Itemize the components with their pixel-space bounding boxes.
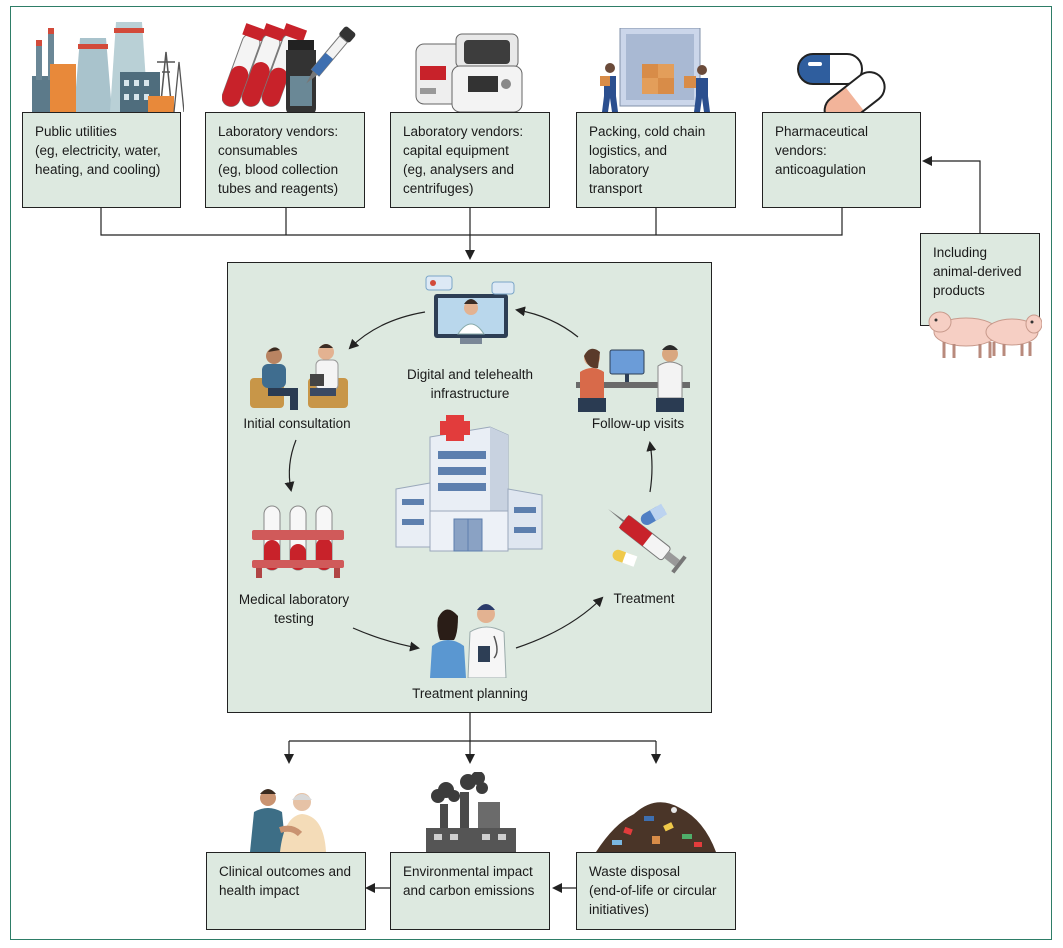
supplier-text-line: (eg, electricity, water, (35, 143, 161, 158)
supplier-text-line: transport (589, 181, 643, 196)
label-digital-telehealth: Digital and telehealth infrastructure (393, 365, 547, 403)
delivery-truck-icon (600, 28, 710, 112)
label-line: Treatment planning (412, 686, 528, 701)
supplier-text-line: centrifuges) (403, 181, 474, 196)
factory-icon (32, 22, 184, 112)
label-line: testing (274, 611, 314, 626)
arrow-treatment-to-followup (646, 441, 657, 493)
outcome-text-line: initiatives) (589, 902, 650, 917)
supplier-text-line: logistics, and laboratory (589, 143, 668, 177)
supplier-text-line: Laboratory vendors: (403, 124, 524, 139)
label-treatment: Treatment (600, 589, 688, 608)
nurse-patient-icon (250, 789, 326, 852)
supplier-box-consumables: Laboratory vendors: consumables (eg, blo… (205, 112, 365, 208)
figure-frame (10, 6, 1052, 940)
waste-pile-icon (596, 802, 716, 852)
supplier-text-line: vendors: (775, 143, 827, 158)
outcome-text-line: Waste disposal (589, 864, 681, 879)
pigs-icon (928, 311, 1042, 358)
supplier-text-line: Packing, cold chain (589, 124, 706, 139)
animal-text-line: animal-derived (933, 264, 1022, 279)
label-line: Digital and telehealth (406, 367, 534, 382)
outcome-box-waste: Waste disposal (end-of-life or circular … (576, 852, 736, 930)
animal-text-line: products (933, 283, 985, 298)
supplier-text-line: Public utilities (35, 124, 117, 139)
outcome-text-line: Environmental impact (403, 864, 533, 879)
supplier-text-line: Laboratory vendors: (218, 124, 339, 139)
supplier-text-line: anticoagulation (775, 162, 866, 177)
label-line: Initial consultation (243, 416, 351, 431)
telehealth-doctor-icon (425, 275, 515, 344)
animal-to-pharma-arrow (922, 156, 981, 233)
outcome-text-line: and carbon emissions (403, 883, 535, 898)
supplier-box-utilities: Public utilities (eg, electricity, water… (22, 112, 181, 208)
lab-test-tubes-icon (252, 505, 344, 578)
consultation-icon (250, 344, 348, 410)
supplier-text-line: (eg, blood collection (218, 162, 339, 177)
supplier-text-line: consumables (218, 143, 298, 158)
supplier-text-line: tubes and reagents) (218, 181, 339, 196)
arrow-digital-to-consultation (348, 311, 426, 350)
label-line: Follow-up visits (591, 416, 685, 431)
outcome-box-clinical: Clinical outcomes and health impact (206, 852, 366, 930)
supplier-bus-line (100, 207, 843, 236)
treatment-planning-icon (430, 604, 507, 678)
label-line: Medical laboratory (238, 592, 350, 607)
follow-up-visit-icon (576, 345, 690, 412)
supplier-text-line: heating, and cooling) (35, 162, 161, 177)
supplier-box-pharma: Pharmaceutical vendors: anticoagulation (762, 112, 921, 208)
label-initial-consultation: Initial consultation (230, 414, 364, 433)
supplier-text-line: (eg, analysers and (403, 162, 515, 177)
supplier-box-logistics: Packing, cold chain logistics, and labor… (576, 112, 736, 208)
label-line: infrastructure (430, 386, 510, 401)
outcome-text-line: health impact (219, 883, 300, 898)
arrow-planning-to-treatment (515, 596, 604, 649)
arrow-lab-to-planning (352, 627, 420, 652)
blood-tubes-icon (222, 23, 356, 114)
arrow-followup-to-digital (515, 306, 579, 338)
smokestack-icon (426, 772, 516, 852)
supplier-text-line: Pharmaceutical (775, 124, 869, 139)
outcome-box-environment: Environmental impact and carbon emission… (390, 852, 550, 930)
lab-analyser-icon (415, 33, 523, 113)
animal-derived-box: Including animal-derived products (920, 233, 1040, 326)
label-treatment-planning: Treatment planning (400, 684, 540, 703)
outcome-text-line: (end-of-life or circular (589, 883, 717, 898)
hospital-building-icon (395, 415, 543, 552)
syringe-pills-icon (608, 503, 687, 574)
outcome-text-line: Clinical outcomes and (219, 864, 352, 879)
supplier-text-line: capital equipment (403, 143, 509, 158)
label-medical-laboratory-testing: Medical laboratory testing (228, 590, 360, 628)
arrow-consultation-to-lab (284, 439, 297, 492)
label-line: Treatment (613, 591, 675, 606)
label-follow-up-visits: Follow-up visits (580, 414, 696, 433)
supplier-box-capital: Laboratory vendors: capital equipment (e… (390, 112, 550, 208)
animal-text-line: Including (933, 245, 988, 260)
